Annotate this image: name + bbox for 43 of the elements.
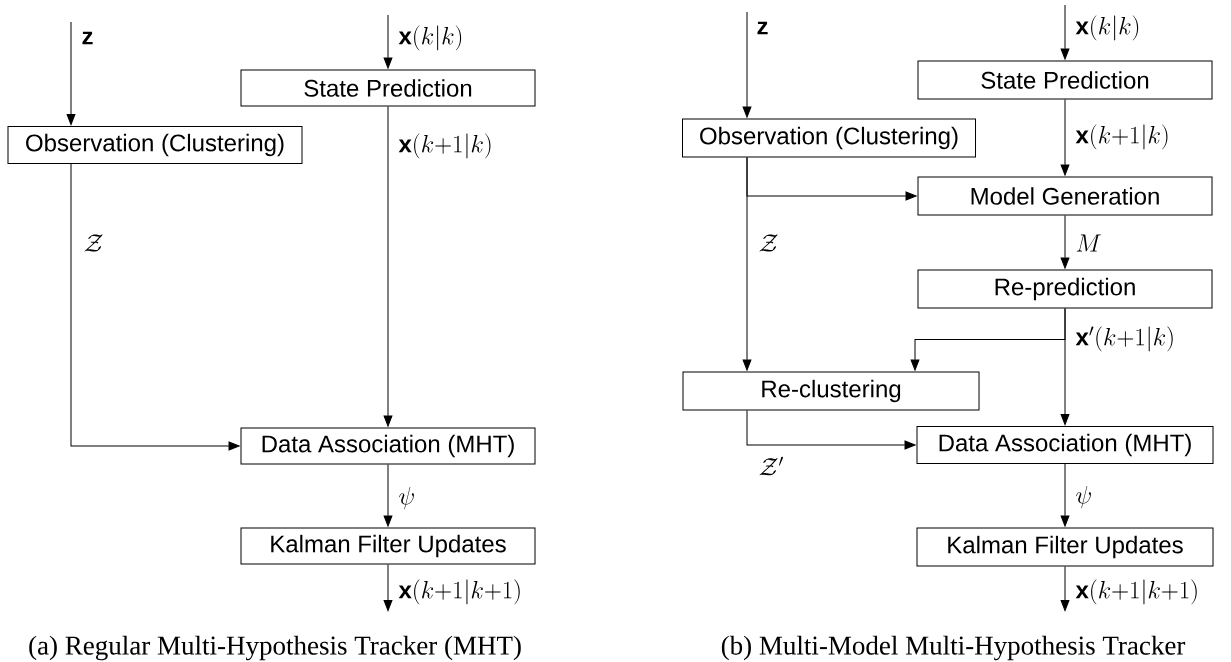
arrow bbox=[910, 308, 1066, 371]
edge-label: $\mathbf{z}$ bbox=[82, 31, 93, 45]
edge-label: $\mathbf{x}(k{+}1|k{+}1)$ bbox=[1075, 579, 1197, 605]
arrow bbox=[742, 11, 752, 118]
edge-label: $\mathbf{x}(k{+}1|k)$ bbox=[1075, 124, 1168, 150]
edge-label: $\mathbf{x}'(k{+}1|k)$ bbox=[1075, 326, 1173, 352]
process-box: Re-prediction bbox=[917, 269, 1213, 309]
edge-label: $\mathbf{x}(k|k)$ bbox=[1075, 15, 1139, 41]
process-box: State Prediction bbox=[240, 69, 536, 107]
edge-label: $M$ bbox=[1076, 234, 1101, 252]
process-box: Kalman Filter Updates bbox=[240, 527, 536, 565]
caption: (a) Regular Multi-Hypothesis Tracker (MHT) bbox=[29, 635, 521, 661]
arrow bbox=[70, 163, 240, 451]
process-box: Observation (Clustering) bbox=[7, 126, 303, 164]
arrow bbox=[1060, 4, 1070, 60]
edge-label: $\mathcal{Z}$ bbox=[759, 234, 778, 252]
process-box: Data Association (MHT) bbox=[240, 427, 536, 465]
arrow bbox=[1060, 215, 1070, 269]
arrow bbox=[383, 106, 393, 427]
caption: (b) Multi-Model Multi-Hypothesis Tracker bbox=[721, 635, 1186, 661]
edge-label: $\mathbf{x}(k{+}1|k)$ bbox=[398, 133, 491, 159]
edge-label: $\psi$ bbox=[399, 486, 414, 510]
edge-label: $\psi$ bbox=[1076, 485, 1091, 509]
arrow bbox=[383, 464, 393, 527]
arrow bbox=[1060, 99, 1070, 176]
arrow bbox=[1060, 566, 1070, 612]
process-box: Model Generation bbox=[917, 176, 1213, 216]
arrow bbox=[742, 157, 752, 371]
edge-label: $\mathcal{Z}$ bbox=[84, 234, 103, 252]
process-box: Data Association (MHT) bbox=[916, 426, 1214, 464]
arrow bbox=[1060, 463, 1070, 527]
edge-label: $\mathbf{x}(k{+}1|k{+}1)$ bbox=[398, 579, 520, 605]
arrow bbox=[383, 14, 393, 69]
edge-label: $\mathbf{x}(k|k)$ bbox=[398, 25, 462, 51]
arrow bbox=[66, 21, 76, 126]
process-box: Observation (Clustering) bbox=[682, 118, 976, 158]
edge-label: $\mathcal{Z}'$ bbox=[759, 456, 784, 476]
process-box: Re-clustering bbox=[682, 371, 980, 411]
arrow bbox=[383, 564, 393, 612]
process-box: State Prediction bbox=[917, 60, 1213, 100]
edge-label: $\mathbf{z}$ bbox=[757, 21, 768, 35]
process-box: Kalman Filter Updates bbox=[916, 527, 1214, 567]
arrow bbox=[746, 410, 916, 450]
